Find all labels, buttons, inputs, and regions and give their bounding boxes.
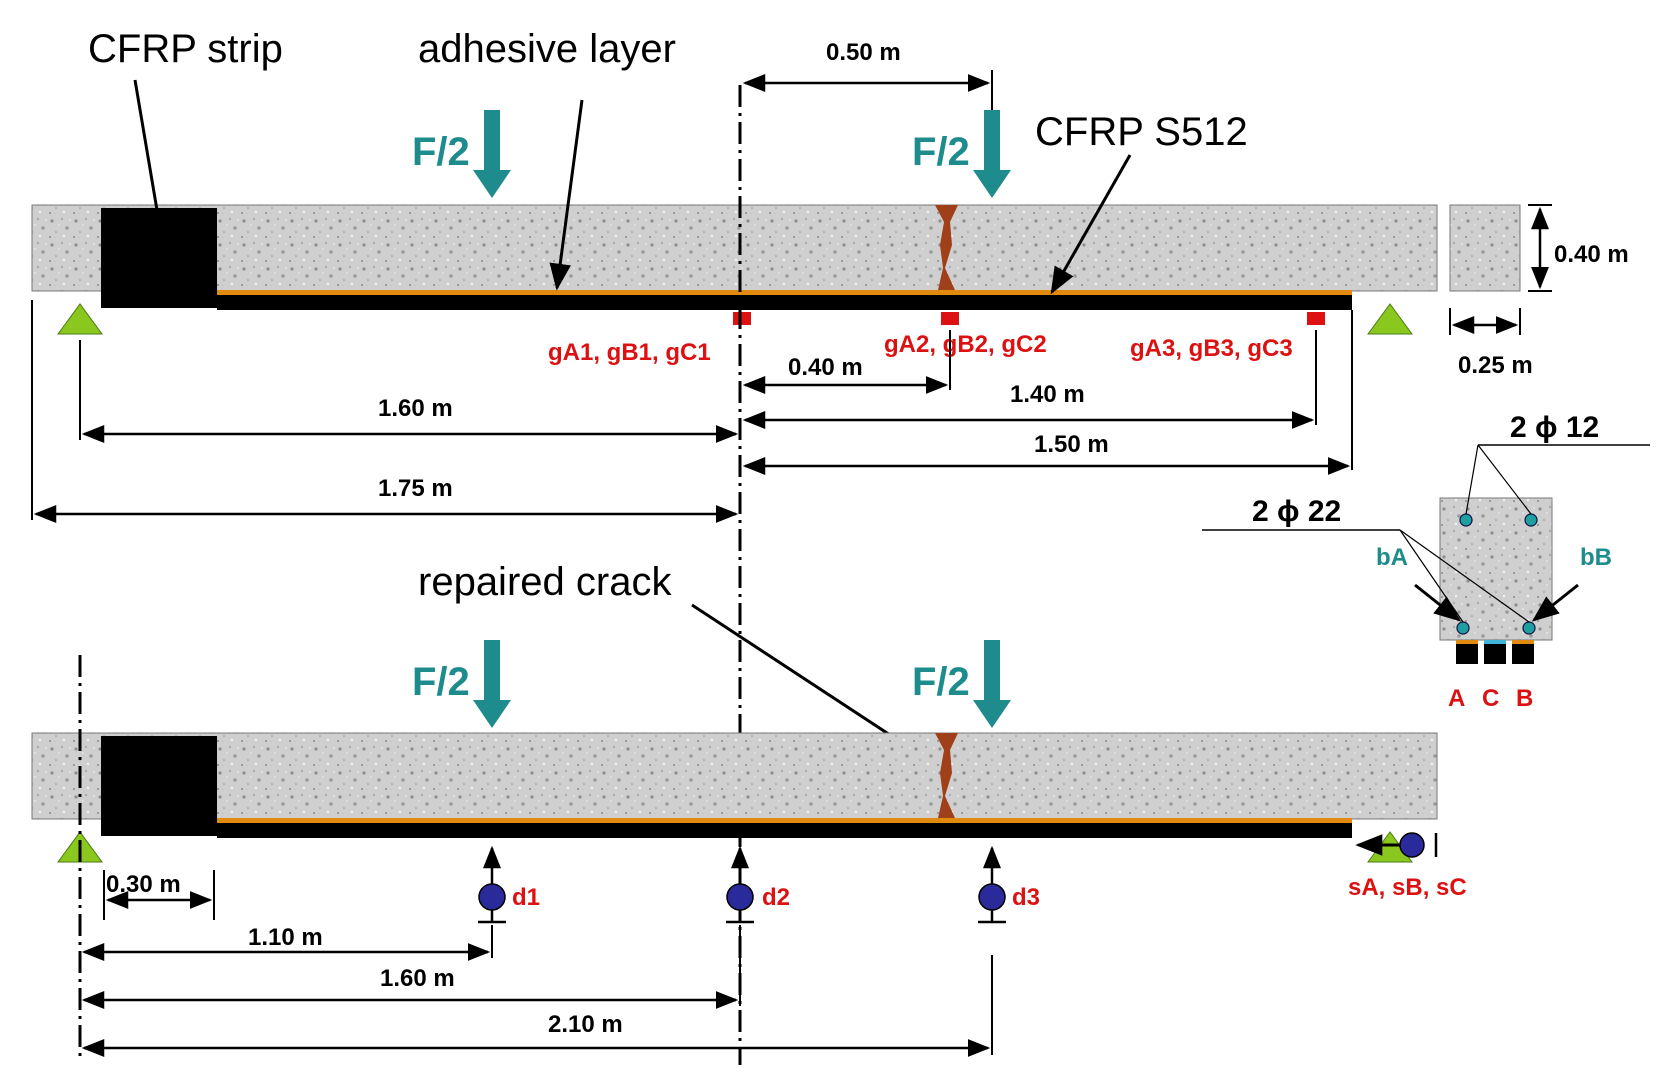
load-arrow-icon [473, 640, 511, 728]
bottom-crack [935, 733, 958, 818]
bottom-bars-leader-b [1399, 529, 1530, 623]
gauge-label-1: gA1, gB1, gC1 [548, 339, 711, 366]
load-label: F/2 [412, 660, 470, 704]
load-label: F/2 [412, 130, 470, 174]
dim-load-spacing: 0.50 m [826, 39, 901, 66]
transducer-d2: d2 [726, 845, 790, 924]
beam-section-small [1449, 204, 1521, 292]
transducer-d3: d3 [978, 845, 1040, 924]
strip-a [1456, 640, 1478, 644]
dim-width: 0.25 m [1458, 352, 1533, 379]
bar-b-arrow [1531, 583, 1579, 622]
dim-depth: 0.40 m [1554, 241, 1629, 268]
strip-b-plate [1512, 644, 1534, 664]
load-arrow-icon [973, 640, 1011, 728]
top-cfrp-plate [217, 295, 1352, 310]
dim-d2: 1.60 m [380, 965, 455, 992]
cfrp-strip-leader [133, 79, 159, 211]
dim-anchor: 0.30 m [106, 871, 181, 898]
slip-gauge: sA, sB, sC [1348, 832, 1467, 901]
strip-b [1512, 640, 1534, 644]
repaired-crack-label: repaired crack [418, 560, 672, 604]
adhesive-layer-leader [549, 99, 584, 291]
top-bars-label: 2 ϕ 12 [1510, 411, 1599, 444]
strip-c-label: C [1482, 685, 1499, 712]
bottom-beam [31, 732, 1438, 863]
strip-c-plate [1484, 644, 1506, 664]
top-adhesive-layer [217, 290, 1352, 295]
strain-gauge-3 [1307, 312, 1325, 325]
slip-gauge-label: sA, sB, sC [1348, 874, 1467, 901]
strip-a-plate [1456, 644, 1478, 664]
top-right-support [1367, 303, 1413, 335]
cross-section-detail: 2 ϕ 12 2 ϕ 22 bA bB A C B [1202, 411, 1650, 712]
transducer-d2-label: d2 [762, 884, 790, 911]
strip-a-label: A [1448, 685, 1465, 712]
bar-b-label: bB [1580, 544, 1612, 571]
cfrp-strip-label: CFRP strip [88, 27, 283, 71]
cfrp-s512-label: CFRP S512 [1035, 110, 1248, 154]
bar-a-arrow [1414, 583, 1462, 622]
dim-beam-half: 1.75 m [378, 475, 453, 502]
dim-support-mid: 1.60 m [378, 395, 453, 422]
gauge-label-2: gA2, gB2, gC2 [884, 331, 1047, 358]
bottom-beam-concrete [31, 732, 1438, 820]
top-rebar-right [1524, 513, 1538, 527]
dim-strip-half: 1.50 m [1034, 431, 1109, 458]
bottom-load-1: F/2 [412, 640, 511, 728]
bottom-cfrp-anchor-block [101, 736, 217, 836]
top-beam-concrete [31, 204, 1438, 292]
strip-c [1484, 640, 1506, 644]
bottom-load-2: F/2 [912, 640, 1011, 728]
slip-gauge-icon [1399, 832, 1425, 858]
top-bars-leader-a [1465, 444, 1479, 515]
top-left-support [57, 303, 103, 335]
transducer-icon [978, 883, 1006, 911]
strip-b-label: B [1516, 685, 1533, 712]
top-beam [31, 204, 1438, 335]
dim-d3: 2.10 m [548, 1011, 623, 1038]
bottom-bars-label: 2 ϕ 22 [1252, 495, 1341, 528]
load-arrow-icon [473, 110, 511, 198]
load-label: F/2 [912, 130, 970, 174]
gauge-label-3: gA3, gB3, gC3 [1130, 335, 1293, 362]
top-crack [935, 205, 958, 290]
top-cfrp-anchor-block [101, 208, 217, 308]
bottom-cfrp-plate [217, 823, 1352, 838]
cfrp-s512-leader [1050, 154, 1132, 295]
bottom-rebar-left [1456, 621, 1470, 635]
transducer-d1-label: d1 [512, 884, 540, 911]
transducer-icon [726, 883, 754, 911]
dim-gauge2: 0.40 m [788, 354, 863, 381]
adhesive-layer-label: adhesive layer [418, 27, 676, 71]
strain-gauge-2 [941, 312, 959, 325]
strain-gauge-1 [733, 312, 751, 325]
top-load-1: F/2 [412, 110, 511, 198]
top-rebar-left [1459, 513, 1473, 527]
dim-d1: 1.10 m [248, 924, 323, 951]
load-label: F/2 [912, 660, 970, 704]
load-arrow-icon [973, 110, 1011, 198]
bar-a-label: bA [1376, 544, 1408, 571]
transducer-d1: d1 [478, 845, 540, 924]
transducer-d3-label: d3 [1012, 884, 1040, 911]
top-bars-leader-b [1477, 444, 1532, 515]
dim-gauge3: 1.40 m [1010, 381, 1085, 408]
transducer-icon [478, 883, 506, 911]
bottom-adhesive-layer [217, 818, 1352, 823]
bottom-rebar-right [1522, 621, 1536, 635]
top-load-2: F/2 [912, 110, 1011, 198]
